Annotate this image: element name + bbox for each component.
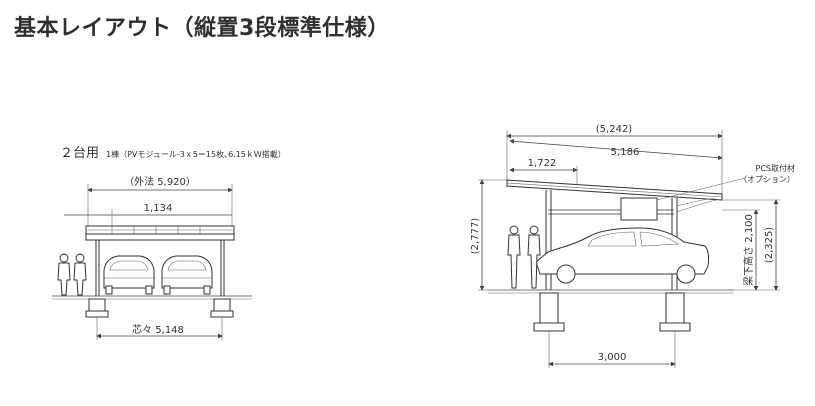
- right-carport-elevation: (5,242) 5,186 1,722 PCS取付材 （オプション）: [470, 124, 795, 368]
- left-carport-drawing: ２台用 1棟（PVモジュール-3ｘ5＝15枚､6.15ｋW搭載） （外法 5,9…: [52, 146, 286, 340]
- capacity-label: ２台用: [60, 146, 99, 161]
- footing-right-a: [539, 292, 559, 324]
- beam-height-dim-text: 梁下高さ 2,100: [742, 214, 755, 286]
- footing-right: [213, 298, 231, 312]
- right-height-dim-text: (2,325): [764, 227, 775, 264]
- footing-left: [88, 298, 106, 312]
- pcs-box: [620, 197, 658, 221]
- bottom-dim-text: 3,000: [598, 352, 627, 363]
- overall-dim-text: （外法 5,920）: [124, 175, 196, 188]
- partial-top-dim-text: 1,722: [528, 158, 557, 169]
- car-side-icon: [535, 227, 710, 275]
- module-spec-label: 1棟（PVモジュール-3ｘ5＝15枚､6.15ｋW搭載）: [106, 149, 286, 159]
- top-overall-dim-text: (5,242): [596, 124, 633, 135]
- roof-dim-text: 5,186: [611, 147, 640, 158]
- person-icon: [57, 253, 87, 296]
- page-title: 基本レイアウト（縦置3段標準仕様）: [14, 16, 390, 41]
- car-left-icon: [103, 255, 155, 295]
- roof-dim-line: [509, 138, 723, 161]
- partial-dim-text: 1,134: [144, 203, 173, 214]
- center-dim-text: 芯々 5,148: [132, 323, 184, 336]
- person-side-icon: [507, 225, 541, 289]
- left-height-dim-text: (2,777): [470, 218, 481, 255]
- footing-right-b: [665, 292, 685, 324]
- pcs-option-label: （オプション）: [739, 175, 795, 184]
- car-right-icon: [161, 255, 213, 295]
- pcs-label: PCS取付材: [756, 163, 796, 173]
